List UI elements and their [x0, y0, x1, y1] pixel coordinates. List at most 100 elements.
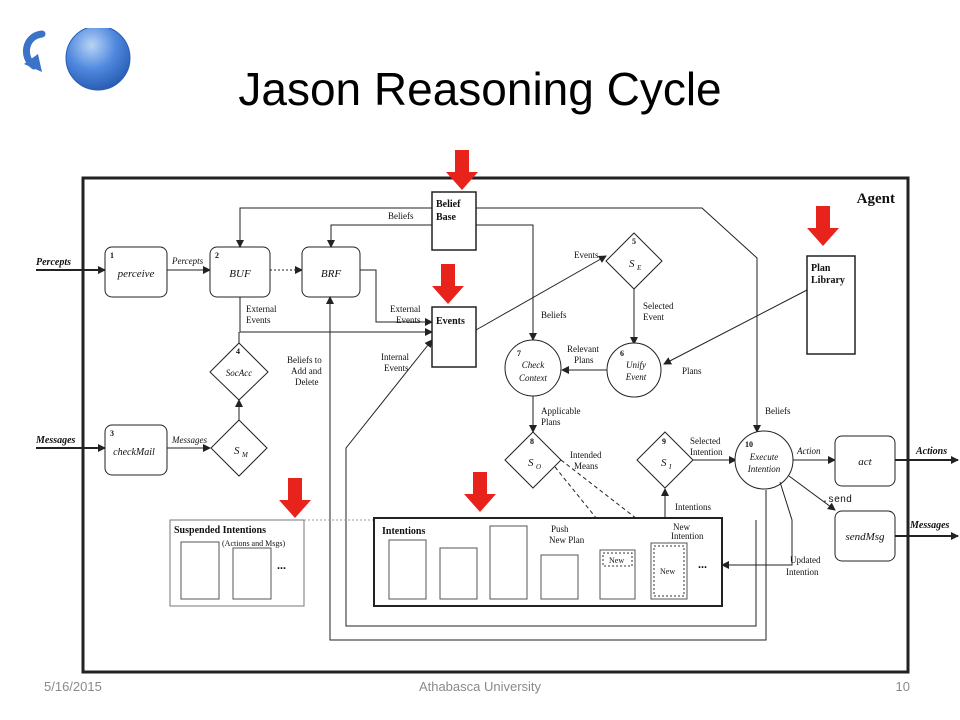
- svg-text:Push: Push: [551, 524, 569, 534]
- svg-text:7: 7: [517, 349, 521, 358]
- svg-text:Internal: Internal: [381, 352, 409, 362]
- highlight-arrow-belief-base: [446, 150, 478, 190]
- svg-text:Beliefs: Beliefs: [765, 406, 791, 416]
- svg-text:Plans: Plans: [682, 366, 702, 376]
- svg-text:sendMsg: sendMsg: [845, 531, 885, 543]
- svg-text:Events: Events: [384, 363, 409, 373]
- svg-text:Event: Event: [643, 312, 664, 322]
- svg-text:(Actions and Msgs): (Actions and Msgs): [222, 539, 285, 548]
- svg-text:...: ...: [698, 557, 707, 571]
- footer-page-number: 10: [895, 679, 910, 694]
- svg-text:Add and: Add and: [291, 366, 322, 376]
- svg-text:Check: Check: [522, 360, 545, 370]
- buf-label: BUF: [229, 268, 251, 280]
- svg-text:Unify: Unify: [626, 360, 646, 370]
- svg-text:2: 2: [215, 251, 219, 260]
- svg-text:S: S: [528, 457, 534, 469]
- svg-text:Selected: Selected: [690, 436, 721, 446]
- svg-text:Events: Events: [246, 315, 271, 325]
- svg-text:S: S: [629, 258, 635, 270]
- svg-text:Action: Action: [796, 446, 821, 456]
- highlight-arrow-events: [432, 264, 464, 304]
- svg-text:Events: Events: [396, 315, 421, 325]
- svg-text:Percepts: Percepts: [171, 256, 204, 266]
- checkmail-box: [104, 424, 168, 476]
- sendmsg-box: [834, 510, 896, 562]
- svg-text:Plan: Plan: [811, 263, 831, 274]
- svg-text:New Plan: New Plan: [549, 535, 585, 545]
- svg-text:1: 1: [110, 251, 114, 260]
- svg-text:9: 9: [662, 437, 666, 446]
- svg-text:Plans: Plans: [574, 355, 594, 365]
- perceive-label: perceive: [117, 268, 155, 280]
- svg-text:Intention: Intention: [786, 567, 819, 577]
- svg-text:E: E: [636, 264, 642, 272]
- svg-text:Base: Base: [436, 212, 457, 223]
- svg-text:I: I: [668, 463, 672, 471]
- svg-text:Intention: Intention: [690, 447, 723, 457]
- svg-text:Event: Event: [625, 372, 647, 382]
- svg-text:Messages: Messages: [171, 435, 207, 445]
- events-box: [431, 306, 477, 368]
- svg-text:Delete: Delete: [295, 377, 318, 387]
- svg-text:6: 6: [620, 349, 624, 358]
- svg-text:10: 10: [745, 440, 753, 449]
- svg-text:checkMail: checkMail: [113, 447, 155, 458]
- svg-text:SocAcc: SocAcc: [226, 368, 252, 378]
- svg-text:O: O: [536, 463, 541, 471]
- slide-title: Jason Reasoning Cycle: [238, 63, 722, 115]
- svg-text:New: New: [673, 522, 690, 532]
- svg-text:Execute: Execute: [749, 452, 778, 462]
- svg-text:Beliefs to: Beliefs to: [287, 355, 322, 365]
- svg-text:Plans: Plans: [541, 417, 561, 427]
- svg-text:Intended: Intended: [570, 450, 602, 460]
- svg-text:act: act: [858, 456, 872, 468]
- svg-text:Library: Library: [811, 275, 845, 286]
- footer-organization: Athabasca University: [418, 679, 542, 694]
- percepts-input-label: Percepts: [36, 257, 71, 268]
- svg-text:4: 4: [236, 347, 240, 356]
- svg-text:Events: Events: [574, 250, 599, 260]
- svg-text:Belief: Belief: [436, 199, 461, 210]
- svg-text:Context: Context: [519, 373, 547, 383]
- svg-text:8: 8: [530, 437, 534, 446]
- svg-text:New: New: [609, 556, 624, 565]
- svg-text:5: 5: [632, 237, 636, 246]
- svg-text:S: S: [234, 445, 240, 457]
- svg-text:Updated: Updated: [790, 555, 821, 565]
- agent-label: Agent: [857, 191, 895, 207]
- so-diamond: [504, 431, 562, 489]
- highlight-arrow-intentions: [464, 472, 496, 512]
- messages-output-label: Messages: [909, 520, 950, 531]
- svg-text:Events: Events: [436, 316, 465, 327]
- sm-diamond: [210, 419, 268, 477]
- svg-text:.send: .send: [822, 494, 852, 506]
- agent-boundary: [81, 176, 910, 674]
- svg-text:Intention: Intention: [747, 464, 781, 474]
- footer-date: 5/16/2015: [44, 679, 102, 694]
- svg-text:Relevant: Relevant: [567, 344, 599, 354]
- brf-label: BRF: [321, 268, 341, 280]
- svg-text:External: External: [390, 304, 421, 314]
- cycle-arrowhead-icon: [24, 54, 42, 72]
- svg-text:External: External: [246, 304, 277, 314]
- highlight-arrow-plan-library: [807, 206, 839, 246]
- svg-text:S: S: [661, 457, 667, 469]
- messages-input-label: Messages: [35, 435, 76, 446]
- plan-library-box: [806, 255, 856, 355]
- svg-text:New: New: [660, 567, 675, 576]
- act-box: [834, 435, 896, 487]
- svg-text:Intention: Intention: [671, 531, 704, 541]
- svg-text:Applicable: Applicable: [541, 406, 581, 416]
- svg-text:Suspended Intentions: Suspended Intentions: [174, 525, 266, 536]
- svg-text:Means: Means: [574, 461, 598, 471]
- unify-event-circle: [606, 342, 662, 398]
- svg-text:M: M: [241, 451, 249, 459]
- highlight-arrow-suspended-intentions: [279, 478, 311, 518]
- perceive-box: [104, 246, 168, 298]
- socacc-diamond: [209, 342, 269, 401]
- actions-output-label: Actions: [915, 446, 947, 457]
- svg-text:...: ...: [277, 558, 286, 572]
- svg-text:Beliefs: Beliefs: [541, 310, 567, 320]
